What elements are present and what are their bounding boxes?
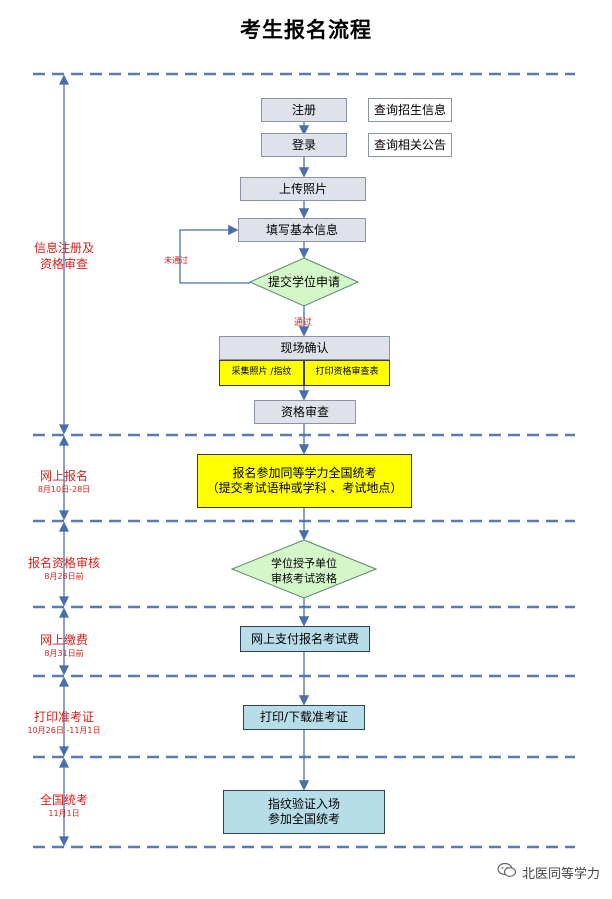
passed-label: 通过 (294, 318, 313, 328)
stage-online-payment: 网上缴费 8月31日前 (39, 633, 88, 659)
page-title: 考生报名流程 (240, 18, 372, 42)
wechat-icon (497, 862, 517, 882)
stage-qualification-check: 报名资格审核 8月28日前 (27, 556, 100, 582)
fill-info-box: 填写基本信息 (238, 218, 366, 242)
stage-national-exam: 全国统考 11月1日 (39, 793, 88, 819)
stage-print-admission: 打印准考证 10月26日 -11月1日 (27, 710, 101, 736)
stage-timeline (58, 74, 70, 847)
submit-degree-label: 提交学位申请 (267, 274, 340, 289)
decision-diamond-submit (248, 257, 360, 307)
online-payment-box: 网上支付报名考试费 (240, 626, 370, 652)
not-passed-label: 未通过 (164, 256, 188, 265)
enroll-exam-box: 报名参加同等学力全国统考 （提交考试语种或学科 、考试地点） (197, 454, 412, 508)
login-box: 登录 (261, 133, 347, 157)
fingerprint-exam-box: 指纹验证入场 参加全国统考 (223, 790, 385, 834)
upload-photo-box: 上传照片 (240, 177, 366, 201)
collect-photo-box: 采集照片 /指纹 (219, 360, 304, 386)
onsite-confirm-box: 现场确认 (219, 336, 390, 360)
degree-unit-review-label: 学位授予单位 审核考试资格 (271, 556, 337, 585)
print-form-box: 打印资格审查表 (304, 360, 390, 386)
watermark-text: 北医同等学力 (521, 866, 600, 882)
qualification-review-box: 资格审查 (254, 400, 356, 424)
stage-online-enroll: 网上报名 8月10日-28日 (37, 469, 91, 495)
query-admission-box: 查询招生信息 (368, 98, 452, 122)
print-admission-box: 打印/下载准考证 (243, 705, 365, 730)
stage-info-register: 信息注册及 资格审查 (33, 241, 94, 272)
query-notice-box: 查询相关公告 (368, 133, 452, 157)
watermark: 北医同等学力 (497, 862, 600, 882)
register-box: 注册 (261, 98, 347, 122)
decision-diamond-review (230, 539, 378, 599)
